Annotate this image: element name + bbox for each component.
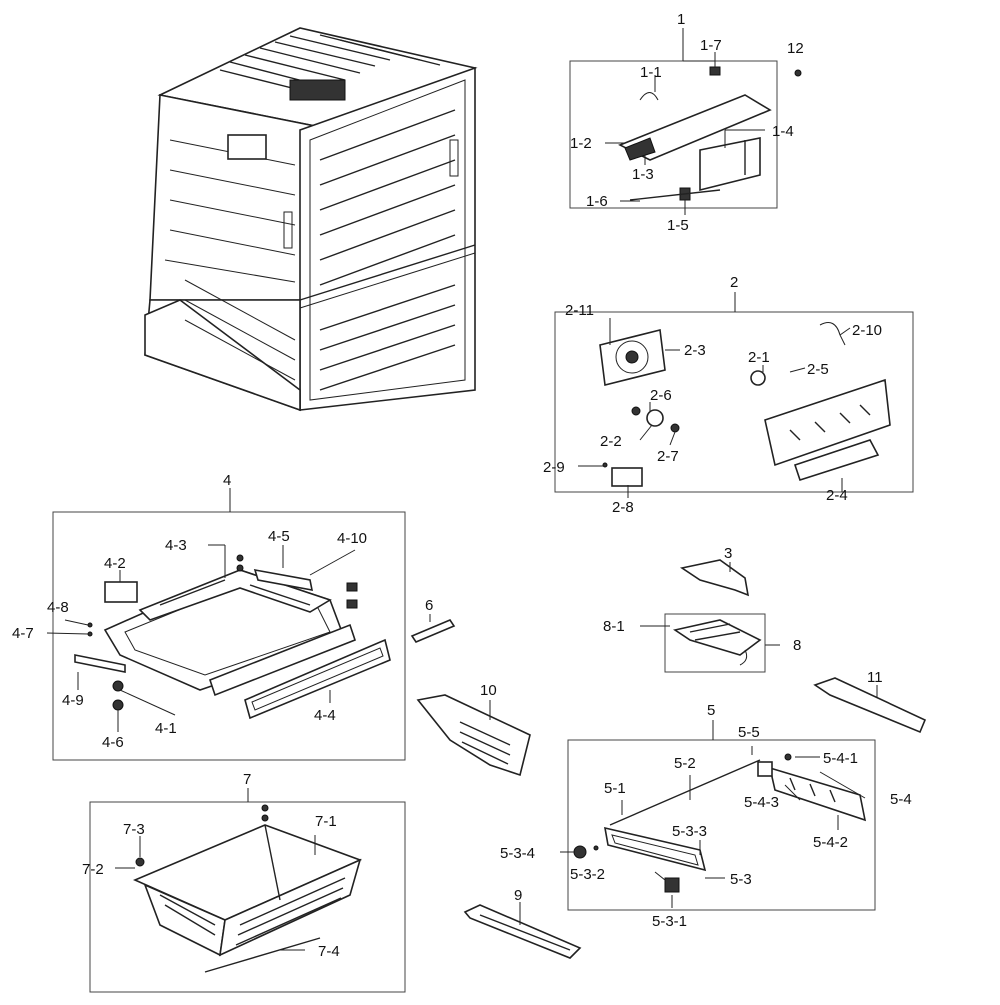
callout-1-6: 1-6 [586,193,608,210]
callout-4-5: 4-5 [268,528,290,545]
group-1-frame [569,60,778,209]
callout-4-8: 4-8 [47,599,69,616]
group-4-parts [74,554,391,720]
callout-4-2: 4-2 [104,555,126,572]
part-9 [463,902,582,959]
callout-5-4-3: 5-4-3 [744,794,779,811]
callout-4-1: 4-1 [155,720,177,737]
part-6 [410,614,456,643]
callout-8: 8 [793,637,801,654]
callout-10: 10 [480,682,497,699]
callout-5-5: 5-5 [738,724,760,741]
refrigerator-cabinet [144,27,478,412]
callout-5-3: 5-3 [730,871,752,888]
callout-2-3: 2-3 [684,342,706,359]
callout-4-4: 4-4 [314,707,336,724]
group-5-frame [567,739,876,911]
callout-2-4: 2-4 [826,487,848,504]
callout-7: 7 [243,771,251,788]
callout-labels: 1 1-7 1-1 1-2 1-3 1-4 1-6 1-5 12 2 2-11 … [12,11,912,960]
group-1-parts [618,66,802,201]
group-2-parts [599,322,891,487]
callout-5-1: 5-1 [604,780,626,797]
callout-1-1: 1-1 [640,64,662,81]
group-7-leaders [115,788,316,951]
callout-7-3: 7-3 [123,821,145,838]
group-5-parts [573,753,867,893]
callout-4-9: 4-9 [62,692,84,709]
group-8-frame [664,613,766,673]
callout-4-6: 4-6 [102,734,124,751]
callout-2-8: 2-8 [612,499,634,516]
callout-1-3: 1-3 [632,166,654,183]
callout-5-4-2: 5-4-2 [813,834,848,851]
callout-5-4-1: 5-4-1 [823,750,858,767]
callout-1-4: 1-4 [772,123,794,140]
group-2-frame [554,311,914,493]
callout-1-2: 1-2 [570,135,592,152]
callout-12: 12 [787,40,804,57]
group-2-leaders [578,292,851,498]
callout-7-2: 7-2 [82,861,104,878]
callout-7-1: 7-1 [315,813,337,830]
callout-2-10: 2-10 [852,322,882,339]
callout-6: 6 [425,597,433,614]
callout-7-4: 7-4 [318,943,340,960]
callout-1: 1 [677,11,685,28]
callout-5-2: 5-2 [674,755,696,772]
callout-5: 5 [707,702,715,719]
callout-2-7: 2-7 [657,448,679,465]
callout-4-3: 4-3 [165,537,187,554]
callout-2-2: 2-2 [600,433,622,450]
callout-4-10: 4-10 [337,530,367,547]
callout-2-5: 2-5 [807,361,829,378]
callout-11: 11 [867,669,883,686]
part-8 [640,619,780,666]
callout-2-6: 2-6 [650,387,672,404]
group-4-frame [52,511,406,761]
callout-1-5: 1-5 [667,217,689,234]
group-5-leaders [560,720,866,908]
callout-8-1: 8-1 [603,618,625,635]
callout-3: 3 [724,545,732,562]
callout-5-3-1: 5-3-1 [652,913,687,930]
group-1-leaders [605,28,765,215]
callout-2-11: 2-11 [565,302,594,319]
callout-2-9: 2-9 [543,459,565,476]
callout-2: 2 [730,274,738,291]
group-7-parts [132,804,363,973]
callout-2-1: 2-1 [748,349,770,366]
part-10 [416,694,531,777]
callout-4: 4 [223,472,231,489]
callout-4-7: 4-7 [12,625,34,642]
callout-1-7: 1-7 [700,37,722,54]
group-4-leaders [46,488,356,732]
callout-5-3-2: 5-3-2 [570,866,605,883]
part-11 [813,677,927,734]
callout-9: 9 [514,887,522,904]
part-3 [679,559,750,597]
callout-5-4: 5-4 [890,791,912,808]
callout-5-3-3: 5-3-3 [672,823,707,840]
callout-5-3-4: 5-3-4 [500,845,535,862]
